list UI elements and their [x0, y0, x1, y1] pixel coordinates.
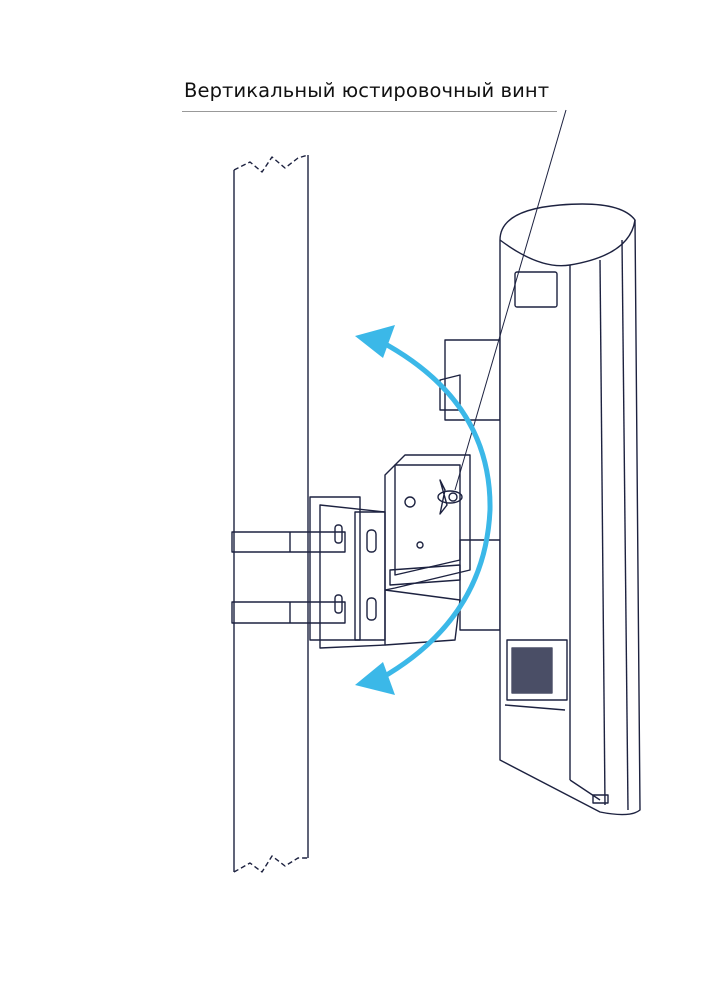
pole [233, 154, 309, 873]
antenna-sector [499, 203, 641, 816]
pole-clamps [231, 531, 346, 624]
callout-label: Вертикальный юстировочный винт [184, 79, 550, 102]
callout-underline [182, 111, 557, 112]
adjustment-screw [437, 479, 463, 515]
tilt-arrow-icon [355, 325, 493, 695]
